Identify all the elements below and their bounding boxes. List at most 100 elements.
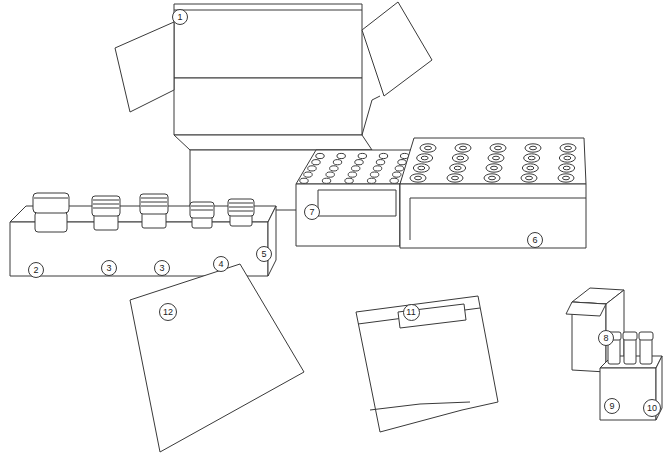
bag-window <box>398 304 466 328</box>
vial-cap <box>190 202 214 218</box>
cap-ridge <box>229 211 253 212</box>
tube-cap <box>420 144 436 152</box>
callout-text: 3 <box>159 264 164 273</box>
tube <box>624 338 636 364</box>
tube-cap <box>525 144 541 152</box>
bag-outline <box>356 296 498 432</box>
tube-cap <box>522 164 538 172</box>
tube-cap <box>376 160 384 165</box>
box-rim <box>174 135 372 150</box>
vial-cap <box>228 199 254 216</box>
bottle-rack <box>10 193 276 276</box>
cap-ridge <box>34 198 68 199</box>
cap-ring <box>558 174 574 182</box>
tube-cap <box>352 166 360 171</box>
cap-ring <box>452 154 468 162</box>
tube-cap <box>333 160 341 165</box>
tube-cap <box>358 153 366 158</box>
callout-text: 6 <box>532 236 537 245</box>
cap-ring <box>455 144 471 152</box>
cap-ridge <box>141 206 167 207</box>
tube-cap <box>559 164 575 172</box>
tube-cap <box>455 144 471 152</box>
callout-text: 8 <box>603 334 608 343</box>
bottle-body <box>35 212 67 232</box>
tube-cap <box>417 154 433 162</box>
cap-ridge <box>93 204 119 205</box>
tube-cap <box>393 172 401 177</box>
tube-cap <box>355 160 363 165</box>
callout-number: 8 <box>598 330 614 346</box>
cap-ring <box>410 174 426 182</box>
cap-center <box>425 146 432 150</box>
tube-cap <box>488 154 504 162</box>
box-left-flap <box>115 22 174 112</box>
lid-fold <box>174 10 362 11</box>
callout-text: 10 <box>647 404 657 413</box>
cap-center <box>454 166 461 170</box>
tube-caps <box>410 144 576 182</box>
tube-cap <box>558 174 574 182</box>
label-window <box>318 190 396 216</box>
shipping-box <box>115 2 432 210</box>
cap-center <box>528 156 535 160</box>
cap-ridge <box>191 210 213 211</box>
cap-ridge <box>93 208 119 209</box>
box-back-lid <box>174 4 362 78</box>
tube-cap <box>348 172 356 177</box>
callout-number: 12 <box>159 303 177 321</box>
cap-center <box>491 166 498 170</box>
tube-cap <box>379 153 387 158</box>
cap-center <box>460 146 467 150</box>
tube-cap <box>395 166 403 171</box>
bottle-cap <box>33 193 69 213</box>
small-tube-rack <box>296 150 414 246</box>
cap-center <box>457 156 464 160</box>
tube-cap <box>345 178 353 183</box>
tube-cap <box>304 172 312 177</box>
tube-cap <box>316 153 324 158</box>
tube-cap <box>623 332 637 340</box>
callout-number: 5 <box>256 246 272 262</box>
box-back-wall <box>174 78 362 135</box>
rack-front <box>400 184 586 248</box>
tube-cap <box>413 164 429 172</box>
cap-center <box>421 156 428 160</box>
cap-ring <box>522 164 538 172</box>
cap-ring <box>450 164 466 172</box>
cap-center <box>530 146 537 150</box>
cap-ring <box>447 174 463 182</box>
cap-center <box>565 146 572 150</box>
cap-center <box>527 166 534 170</box>
sealed-bag <box>356 296 498 432</box>
tube-cap <box>308 166 316 171</box>
cap-ring <box>521 174 537 182</box>
tube-cap <box>330 166 338 171</box>
tube-cap <box>560 144 576 152</box>
cap-ring <box>417 154 433 162</box>
cap-ridge <box>141 198 167 199</box>
tube-cap <box>490 144 506 152</box>
tube-cap <box>447 174 463 182</box>
flap-edge <box>362 96 380 135</box>
tube-cap <box>559 154 575 162</box>
callout-text: 1 <box>177 13 182 22</box>
cap-center <box>563 166 570 170</box>
tube-cap <box>486 164 502 172</box>
cap-ring <box>486 164 502 172</box>
rack-front <box>296 184 400 246</box>
cap-ring <box>484 174 500 182</box>
large-tube-rack <box>400 138 586 248</box>
callout-number: 9 <box>604 398 620 414</box>
callout-number: 11 <box>403 304 420 321</box>
callout-number: 3 <box>154 260 170 276</box>
tube-cap <box>639 332 653 340</box>
box-right-flap <box>362 2 432 96</box>
vial-cap <box>140 194 168 214</box>
callout-text: 3 <box>106 264 111 273</box>
cap-center <box>564 156 571 160</box>
bag-crease <box>370 402 470 410</box>
rack-top <box>296 150 414 184</box>
cap-center <box>493 156 500 160</box>
tube-cap <box>370 172 378 177</box>
